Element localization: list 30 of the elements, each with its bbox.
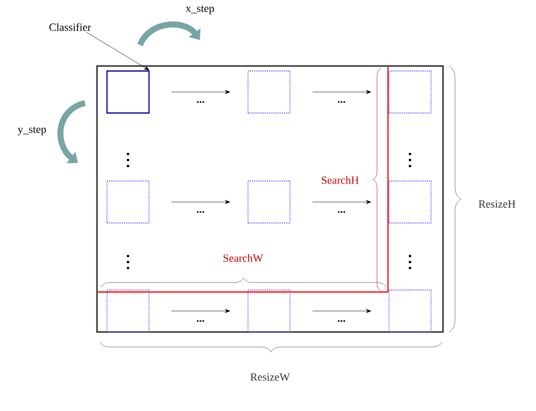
search-window (248, 180, 290, 224)
search-window (106, 180, 150, 224)
arrow (171, 309, 230, 313)
search-window (248, 290, 290, 332)
resize-label: ResizeH (478, 200, 516, 208)
edge-label: ... (336, 319, 347, 323)
arrow (312, 309, 372, 313)
leader-arrow (86, 32, 150, 70)
classifier-label: Classifier (49, 23, 91, 31)
search-label: SearchH (322, 176, 359, 184)
step-label: x_step (186, 6, 214, 14)
search-window (106, 290, 150, 332)
arrow (171, 200, 230, 204)
arrow (171, 90, 230, 94)
edge-label: ... (336, 100, 347, 104)
step-label: y_step (18, 126, 46, 136)
arrow (312, 90, 372, 94)
search-window (248, 70, 290, 114)
search-window (388, 180, 432, 224)
edge-label: ... (195, 100, 206, 104)
search-window (106, 70, 150, 114)
image-frame (96, 65, 444, 333)
edge-label: ... (195, 210, 206, 214)
edge-label: ... (336, 210, 347, 214)
resize-label: ResizeW (250, 373, 290, 381)
search-window (388, 70, 432, 114)
search-window (388, 290, 432, 332)
search-label: SearchW (224, 254, 264, 262)
edge-label: ... (195, 319, 206, 323)
arrow (312, 200, 372, 204)
